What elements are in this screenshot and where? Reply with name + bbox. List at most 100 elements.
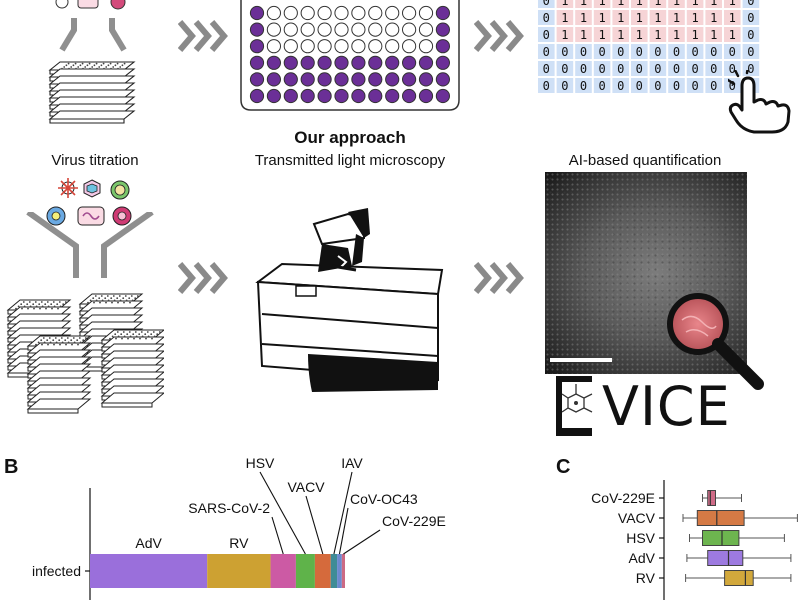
- scale-bar: [550, 358, 612, 362]
- bar-segment-sars-cov-2: [270, 554, 296, 588]
- binary-value: 0: [710, 79, 717, 93]
- plate-well: [249, 22, 265, 37]
- plate-well: [334, 22, 349, 37]
- plate-well: [368, 5, 383, 21]
- binary-cell: [556, 10, 574, 25]
- plate-well: [283, 39, 298, 54]
- plate-well: [435, 72, 450, 87]
- binary-value: 0: [543, 11, 550, 25]
- binary-cell: [556, 0, 574, 8]
- binary-value: 1: [673, 0, 680, 8]
- arrow-top-left: [178, 20, 228, 52]
- binary-cell: [686, 27, 704, 42]
- binary-value: 1: [710, 11, 717, 25]
- binary-cell: [538, 0, 555, 8]
- binary-value: 0: [543, 0, 550, 8]
- box-rv: [724, 570, 754, 586]
- bar-segment-rv: [207, 554, 271, 588]
- plate-well: [249, 5, 265, 21]
- binary-value: 1: [598, 0, 605, 8]
- binary-value: 0: [617, 62, 624, 76]
- binary-value: 1: [561, 11, 568, 25]
- plate-stacks-many: [6, 293, 164, 414]
- binary-value: 1: [673, 28, 680, 42]
- binary-value: 0: [747, 0, 754, 8]
- plate-well: [283, 22, 298, 37]
- binary-cell: [593, 61, 611, 76]
- binary-cell: [575, 27, 592, 42]
- binary-value: 1: [561, 28, 568, 42]
- bar-segment-vacv: [314, 554, 331, 588]
- box-label: VACV: [618, 510, 656, 526]
- binary-value: 0: [617, 45, 624, 59]
- plate-well: [300, 72, 315, 87]
- box-label: RV: [636, 570, 656, 586]
- plate-well: [435, 88, 450, 104]
- bar-segment-hsv: [295, 554, 315, 588]
- plate-well: [266, 88, 282, 104]
- box-cov-229e: [707, 490, 716, 506]
- binary-cell: [575, 10, 592, 25]
- binary-cell: [742, 10, 760, 25]
- plate-well: [351, 55, 366, 70]
- plate-well: [300, 5, 315, 21]
- binary-cell: [686, 78, 704, 93]
- binary-cell: [575, 61, 592, 76]
- plate-well: [351, 72, 366, 87]
- box-label: CoV-229E: [591, 490, 655, 506]
- binary-value: 0: [636, 62, 643, 76]
- plate-well: [402, 88, 417, 104]
- binary-value: 0: [729, 62, 736, 76]
- binary-cell: [668, 44, 685, 59]
- binary-cell: [742, 44, 760, 59]
- plate-well: [435, 39, 450, 54]
- binary-value: 0: [654, 62, 661, 76]
- plate-well: [402, 39, 417, 54]
- binary-cell: [556, 61, 574, 76]
- plate-well: [368, 22, 383, 37]
- binary-cell: [649, 0, 667, 8]
- binary-value: 0: [636, 79, 643, 93]
- binary-value: 0: [729, 79, 736, 93]
- plate-well: [368, 55, 383, 70]
- binary-cell: [538, 10, 555, 25]
- binary-cell: [538, 27, 555, 42]
- binary-cell: [649, 61, 667, 76]
- binary-cell: [649, 78, 667, 93]
- binary-value: 1: [598, 28, 605, 42]
- plate-well: [402, 55, 417, 70]
- binary-value: 0: [747, 45, 754, 59]
- binary-cell: [593, 10, 611, 25]
- binary-cell: [724, 27, 741, 42]
- binary-value: 1: [617, 0, 624, 8]
- binary-cell: [686, 10, 704, 25]
- plate-well: [249, 55, 265, 70]
- segment-label: RV: [229, 535, 249, 551]
- binary-cell: [575, 0, 592, 8]
- plate-well: [266, 5, 282, 21]
- binary-value: 1: [710, 0, 717, 8]
- plate-well: [249, 72, 265, 87]
- stacked-plate: [48, 110, 136, 120]
- binary-value: 1: [673, 11, 680, 25]
- binary-value: 0: [580, 79, 587, 93]
- binary-value: 1: [617, 28, 624, 42]
- plate-well: [435, 22, 450, 37]
- binary-cell: [631, 78, 648, 93]
- binary-value: 0: [543, 79, 550, 93]
- plate-well: [351, 88, 366, 104]
- arrow-mid-right: [474, 262, 524, 294]
- binary-cell: [705, 78, 722, 93]
- binary-value: 0: [598, 62, 605, 76]
- virus-titration-label: Virus titration: [51, 152, 139, 169]
- binary-cell: [538, 44, 555, 59]
- magnifier-icon: [667, 293, 764, 390]
- binary-value: 0: [543, 28, 550, 42]
- plate-well: [334, 39, 349, 54]
- plate-well: [418, 39, 434, 54]
- segment-label: SARS-CoV-2: [188, 500, 270, 516]
- binary-value: 1: [710, 28, 717, 42]
- plate-well: [435, 55, 450, 70]
- row-label-infected: infected: [32, 563, 81, 579]
